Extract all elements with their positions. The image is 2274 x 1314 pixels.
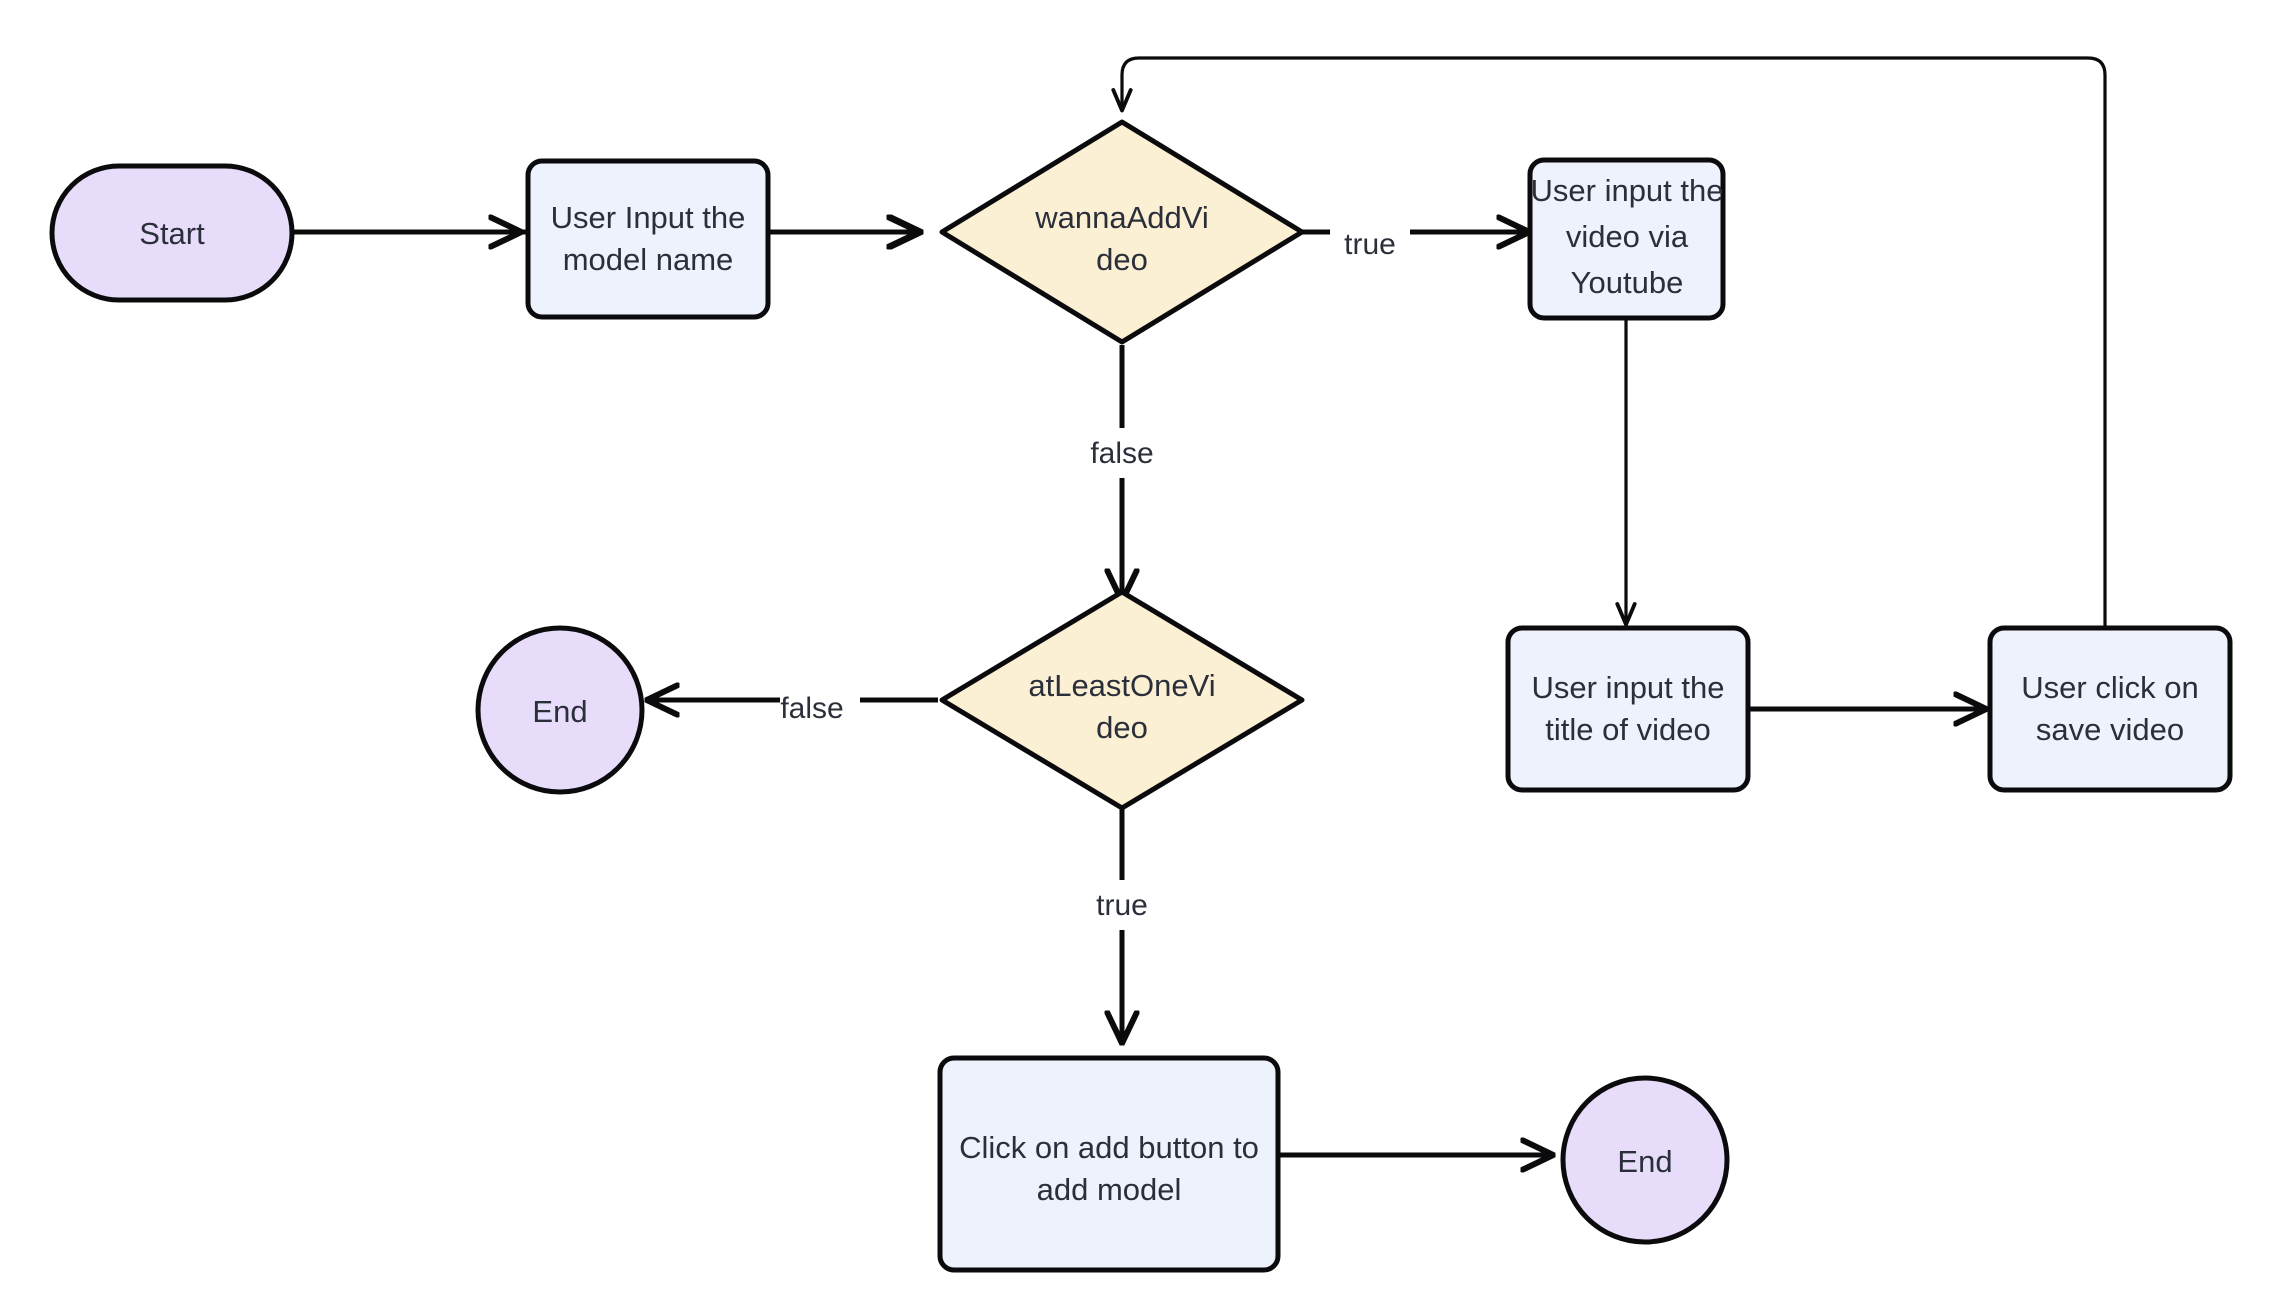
input-video-shape xyxy=(1527,157,1726,321)
input-video-label-line2: video via xyxy=(1566,219,1689,254)
wanna-add-video-label-line2: deo xyxy=(1096,242,1148,277)
edge-save-video-loop-back xyxy=(1111,56,2107,628)
node-end-left[interactable]: End xyxy=(475,625,645,795)
input-title-label-line2: title of video xyxy=(1545,712,1710,747)
edge-label-atleast-false: false xyxy=(780,692,843,725)
wanna-add-video-shape xyxy=(939,119,1305,345)
input-model-label-line1: User Input the xyxy=(551,200,746,235)
at-least-one-video-shape xyxy=(939,589,1305,811)
save-video-label-line1: User click on xyxy=(2021,670,2198,705)
add-model-label-line1: Click on add button to xyxy=(959,1130,1259,1165)
at-least-one-video-label-line1: atLeastOneVi xyxy=(1028,668,1215,703)
node-end-bottom[interactable]: End xyxy=(1560,1075,1730,1245)
save-video-shape xyxy=(1987,625,2233,793)
edge-label-wanna-false: false xyxy=(1090,437,1153,470)
node-input-title[interactable]: User input the title of video xyxy=(1505,625,1751,793)
save-video-label-line2: save video xyxy=(2036,712,2184,747)
node-input-model[interactable]: User Input the model name xyxy=(525,158,771,320)
end-left-shape xyxy=(475,625,645,795)
add-model-shape xyxy=(937,1055,1281,1273)
input-title-shape xyxy=(1505,625,1751,793)
node-input-video[interactable]: User input the video via Youtube xyxy=(1527,157,1726,321)
edge-label-atleast-true: true xyxy=(1096,889,1148,922)
edges-layer: User input the video via Youtube --> atL… xyxy=(292,56,2107,1155)
add-model-label-line2: add model xyxy=(1037,1172,1182,1207)
input-model-shape xyxy=(525,158,771,320)
end-left-label: End xyxy=(532,694,587,729)
start-label: Start xyxy=(139,216,205,251)
input-model-label-line2: model name xyxy=(563,242,734,277)
node-save-video[interactable]: User click on save video xyxy=(1987,625,2233,793)
end-bottom-label: End xyxy=(1617,1144,1672,1179)
node-add-model[interactable]: Click on add button to add model xyxy=(937,1055,1281,1273)
input-video-label-line3: Youtube xyxy=(1571,265,1684,300)
input-video-label-line1: User input the xyxy=(1531,173,1724,208)
node-at-least-one-video[interactable]: atLeastOneVi deo xyxy=(939,589,1305,811)
end-bottom-shape xyxy=(1560,1075,1730,1245)
edge-label-wanna-true: true xyxy=(1344,228,1396,261)
at-least-one-video-label-line2: deo xyxy=(1096,710,1148,745)
start-shape xyxy=(49,163,295,303)
input-title-label-line1: User input the xyxy=(1532,670,1725,705)
wanna-add-video-label-line1: wannaAddVi xyxy=(1034,200,1209,235)
node-wanna-add-video[interactable]: wannaAddVi deo xyxy=(939,119,1305,345)
node-start[interactable]: Start xyxy=(49,163,295,303)
edge-labels-layer: true false false true xyxy=(780,228,1396,922)
